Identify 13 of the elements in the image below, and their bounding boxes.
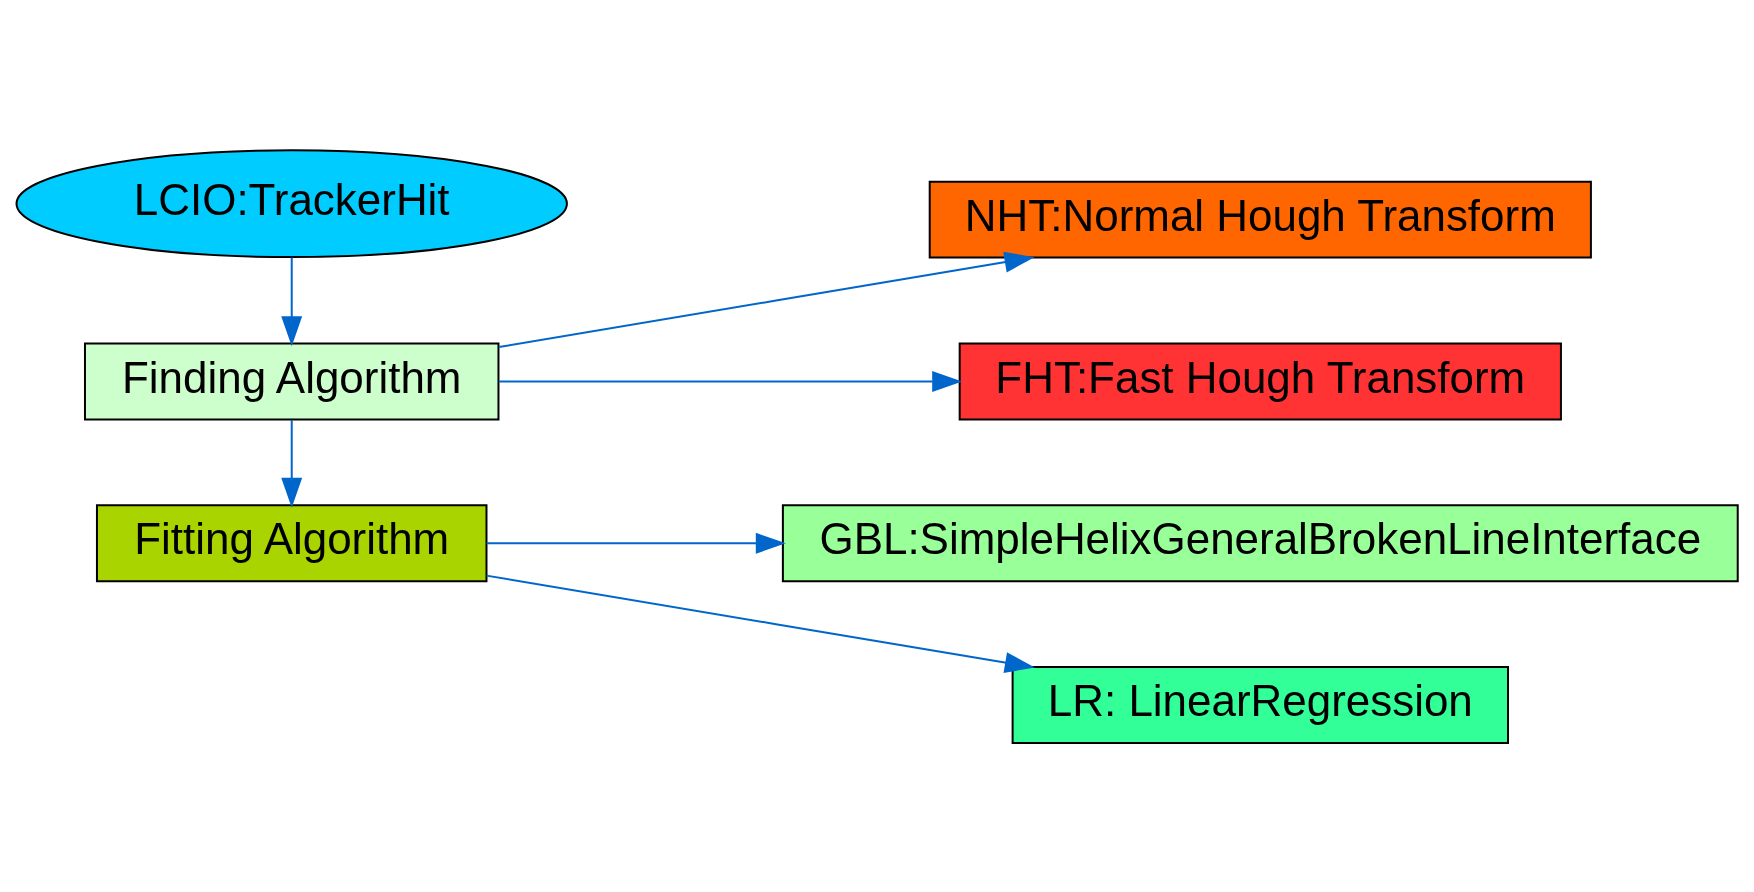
arrow [281,418,303,508]
node-box: GBL:SimpleHelixGeneralBrokenLineInterface [781,503,1739,582]
node-box: FHT:Fast Hough Transform [958,342,1562,420]
arrow [497,370,963,392]
node-box: NHT:Normal Hough Transform [928,180,1592,259]
node-box: Fitting Algorithm [95,503,488,582]
arrow [485,574,1035,673]
node-ellipse: LCIO:TrackerHit [15,148,568,258]
arrow [485,532,786,554]
arrow [497,251,1035,348]
node-box: LR: LinearRegression [1011,665,1509,744]
arrow [281,256,303,346]
node-box: Finding Algorithm [83,342,500,420]
